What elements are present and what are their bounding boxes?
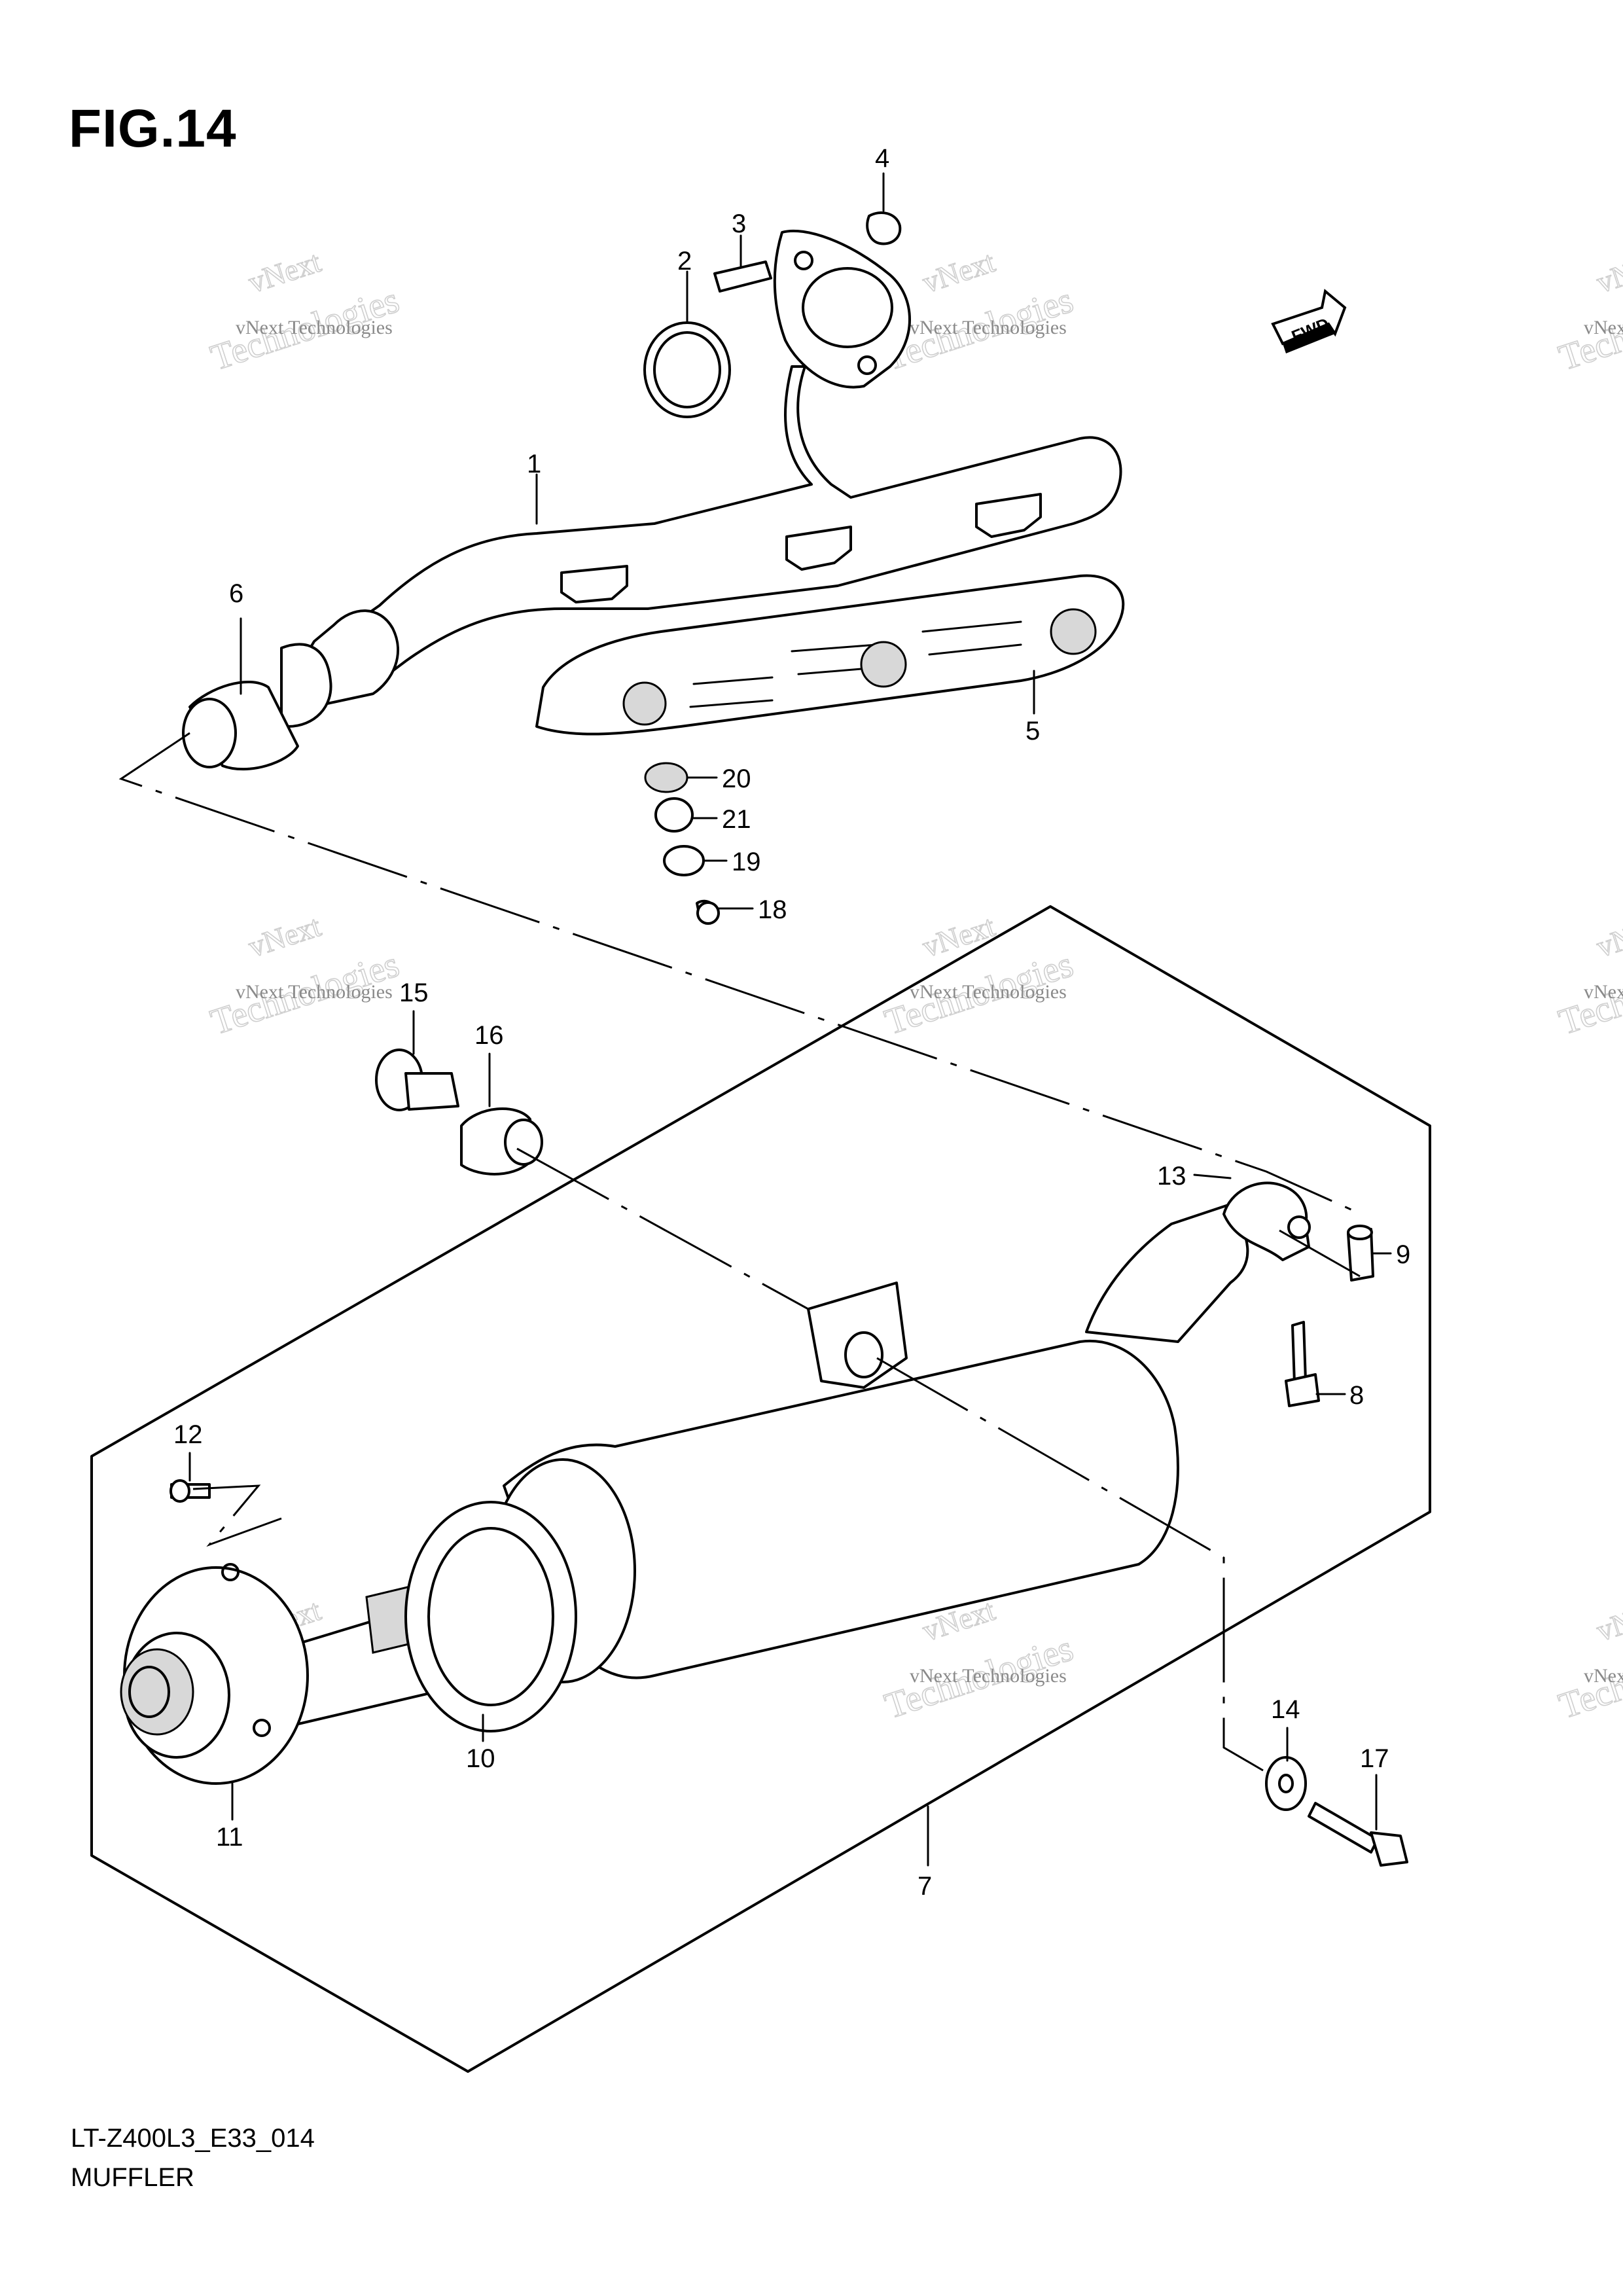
callout-17: 17 xyxy=(1360,1744,1389,1773)
watermark-brand: vNext xyxy=(245,909,325,963)
callout-12: 12 xyxy=(173,1420,203,1449)
watermark-brand: vNext xyxy=(1593,245,1623,299)
callout-16: 16 xyxy=(474,1021,504,1050)
figure-name: MUFFLER xyxy=(71,2163,194,2192)
watermark-small: vNext Technologies xyxy=(1584,317,1623,338)
leader-lines xyxy=(188,172,1392,1867)
callout-6: 6 xyxy=(229,579,243,608)
figure-code: LT-Z400L3_E33_014 xyxy=(71,2124,315,2153)
misc-fasteners xyxy=(169,1049,1408,1867)
callout-18: 18 xyxy=(758,895,787,924)
callout-15: 15 xyxy=(399,978,429,1007)
reference-lines xyxy=(118,732,1362,1772)
watermark-small: vNext Technologies xyxy=(236,317,393,338)
watermark-brand: vNext xyxy=(245,245,325,299)
clamp-parts xyxy=(1222,1181,1374,1407)
callout-3: 3 xyxy=(732,209,746,238)
callout-7: 7 xyxy=(918,1872,932,1901)
watermark-brand: vNext xyxy=(1593,1593,1623,1647)
callout-14: 14 xyxy=(1271,1695,1300,1724)
callout-10: 10 xyxy=(466,1744,495,1773)
assembly-outline xyxy=(90,905,1431,2073)
shield-fasteners xyxy=(644,762,720,925)
heat-shield xyxy=(535,574,1125,736)
watermark-brand: vNext xyxy=(1593,909,1623,963)
callout-11: 11 xyxy=(216,1823,243,1852)
fwd-direction-icon: FWD xyxy=(1271,289,1347,353)
muffler-body xyxy=(490,1203,1249,1683)
watermark-small: vNext Technologies xyxy=(1584,1665,1623,1687)
callout-2: 2 xyxy=(677,247,692,276)
end-cap xyxy=(120,1501,577,1785)
small-parts-top xyxy=(182,211,902,771)
callout-4: 4 xyxy=(875,144,889,173)
callout-8: 8 xyxy=(1349,1381,1364,1410)
callout-21: 21 xyxy=(722,805,751,834)
watermark-brand: vNext xyxy=(919,245,999,299)
callout-9: 9 xyxy=(1396,1240,1410,1269)
figure-title: FIG.14 xyxy=(69,99,237,158)
watermark-small: vNext Technologies xyxy=(910,981,1067,1003)
watermark-small: vNext Technologies xyxy=(910,1665,1067,1687)
callout-20: 20 xyxy=(722,764,751,793)
exhaust-pipe xyxy=(280,229,1122,728)
watermark-small: vNext Technologies xyxy=(236,981,393,1003)
watermark-brand: vNext xyxy=(919,909,999,963)
callout-19: 19 xyxy=(732,848,761,876)
watermark-small: vNext Technologies xyxy=(1584,981,1623,1003)
watermark-small: vNext Technologies xyxy=(910,317,1067,338)
callout-1: 1 xyxy=(527,450,541,478)
callout-labels: 1 2 3 4 5 6 7 8 9 10 11 12 13 14 15 16 1… xyxy=(173,144,1410,1901)
callout-5: 5 xyxy=(1026,717,1040,745)
callout-13: 13 xyxy=(1157,1162,1186,1191)
